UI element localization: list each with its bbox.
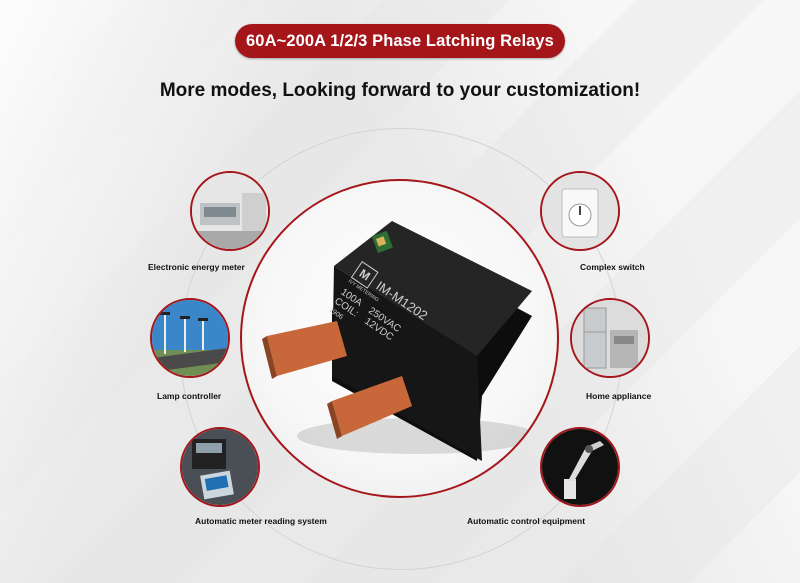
app-complex-switch-image <box>540 171 620 251</box>
street-lamp-icon <box>152 300 228 376</box>
app-label-home-appliance: Home appliance <box>586 391 652 401</box>
timer-switch-icon <box>542 173 618 249</box>
app-lamp-controller-image <box>150 298 230 378</box>
robot-arm-icon <box>542 429 618 505</box>
page-subtitle: More modes, Looking forward to your cust… <box>159 80 641 101</box>
app-label-lamp-controller: Lamp controller <box>157 391 222 401</box>
app-meter-reading-image <box>180 427 260 507</box>
meter-reading-icon <box>182 429 258 505</box>
relay-illustration <box>262 221 537 461</box>
app-label-energy-meter: Electronic energy meter <box>148 262 245 272</box>
title-banner: 60A~200A 1/2/3 Phase Latching Relays <box>235 24 565 58</box>
app-label-control-equipment: Automatic control equipment <box>467 516 586 526</box>
page-title: 60A~200A 1/2/3 Phase Latching Relays <box>246 31 554 50</box>
app-energy-meter-image <box>190 171 270 251</box>
refrigerator-icon <box>572 300 648 376</box>
energy-meter-icon <box>192 173 268 249</box>
app-home-appliance-image <box>570 298 650 378</box>
app-label-meter-reading: Automatic meter reading system <box>195 516 327 526</box>
app-control-equipment-image <box>540 427 620 507</box>
relay-product-image: M IM-M1202 IVY METERING 100A 250VAC COIL… <box>240 179 559 498</box>
app-label-complex-switch: Complex switch <box>580 262 645 272</box>
